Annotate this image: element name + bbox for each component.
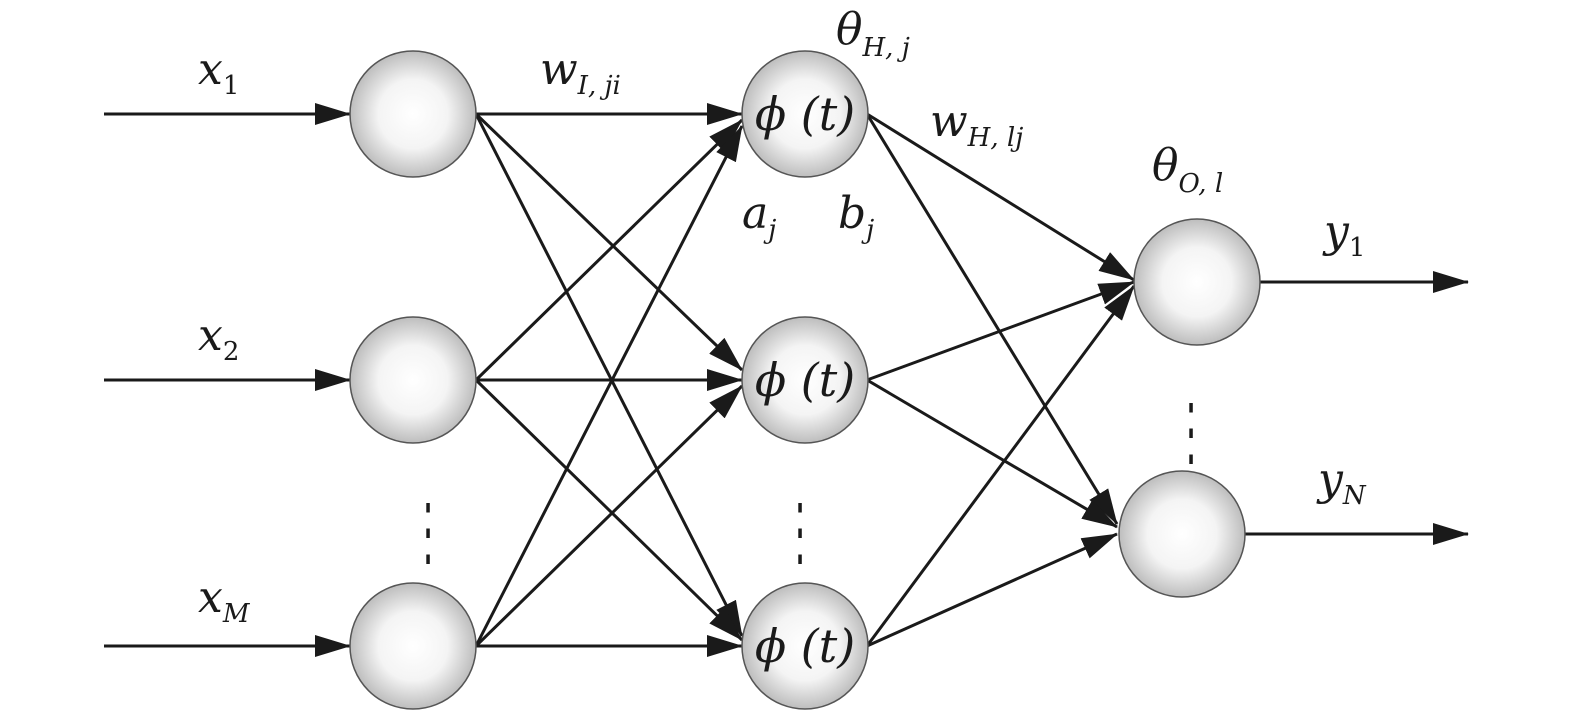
edge-h2-o1 (866, 280, 1135, 382)
edge-i1-h2 (474, 112, 744, 372)
weight-label-input-hidden: wI, ji (540, 44, 621, 101)
hidden-ellipsis: ⋮ (783, 487, 817, 575)
output-label-n: yN (1316, 454, 1367, 511)
output-node-n (1118, 470, 1246, 598)
hidden-node-3-activation: ϕ (t) (755, 619, 855, 673)
output-ellipsis: ⋮ (1174, 387, 1208, 475)
edge-h3-o1 (865, 285, 1136, 647)
edge-h1-o1 (866, 112, 1135, 282)
edge-im-h2 (474, 384, 744, 648)
threshold-label-output: θO, l (1152, 140, 1223, 199)
edge-h1-on (865, 113, 1119, 525)
edge-i2-h3 (474, 378, 744, 642)
input-node-m (349, 582, 477, 710)
edge-im-h1 (474, 125, 744, 647)
hidden-param-a: aj (742, 188, 776, 245)
output-node-1 (1133, 218, 1261, 346)
hidden-node-1 (741, 50, 869, 178)
input-label-2: x2 (198, 310, 239, 367)
connections (104, 103, 1469, 657)
output-label-1: y1 (1322, 206, 1365, 263)
threshold-label-hidden: θH, j (836, 4, 910, 63)
hidden-node-3 (741, 582, 869, 710)
hidden-node-2 (741, 316, 869, 444)
input-label-1: x1 (198, 44, 239, 101)
input-ellipsis: ⋮ (411, 487, 445, 575)
hidden-node-1-activation: ϕ (t) (755, 87, 855, 141)
hidden-param-b: bj (838, 188, 874, 245)
weight-label-hidden-output: wH, lj (930, 96, 1023, 153)
edge-i1-h3 (474, 113, 744, 637)
edge-h2-on (866, 378, 1118, 529)
hidden-node-2-activation: ϕ (t) (755, 353, 855, 407)
edge-i2-h1 (474, 118, 744, 382)
input-label-m: xM (198, 572, 251, 629)
input-node-1 (349, 50, 477, 178)
edge-h3-on (866, 532, 1118, 648)
input-node-2 (349, 316, 477, 444)
